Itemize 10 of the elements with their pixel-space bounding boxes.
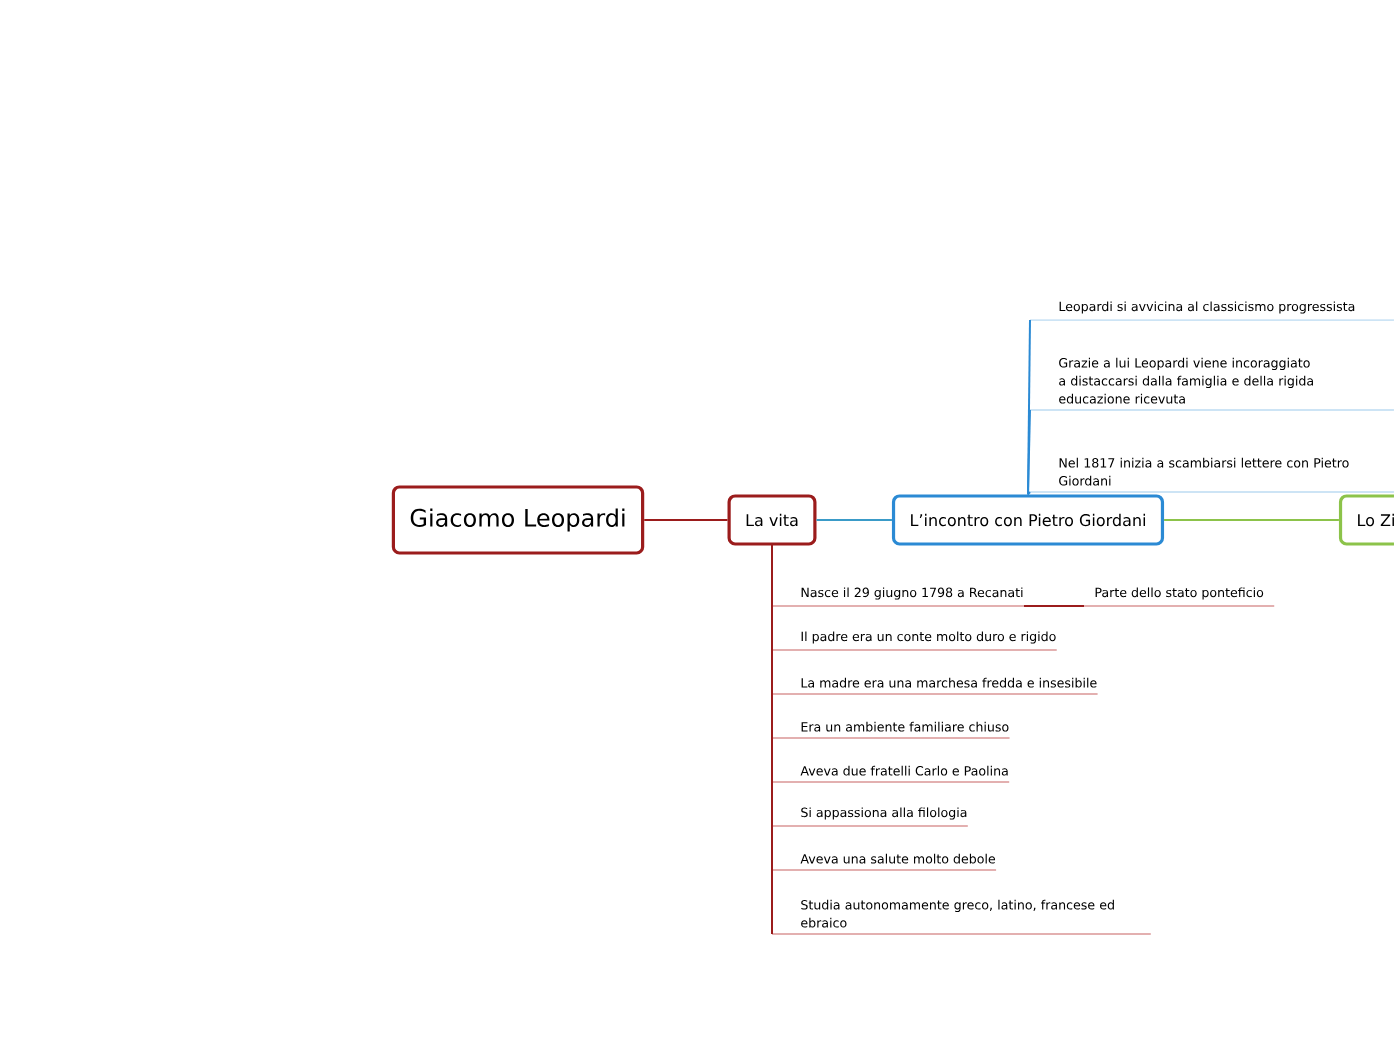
connector-line — [1163, 519, 1340, 521]
connector-line — [771, 544, 773, 935]
connector-line — [643, 519, 729, 521]
connector-line — [815, 519, 893, 521]
title-box: Giacomo Leopardi — [391, 485, 645, 555]
connector-line — [1022, 605, 1085, 607]
topic-box: L’incontro con Pietro Giordani — [891, 494, 1165, 546]
topic-box: La vita — [727, 494, 817, 546]
topic-box: Lo Zi — [1338, 494, 1394, 546]
connector-line — [1027, 409, 1031, 496]
